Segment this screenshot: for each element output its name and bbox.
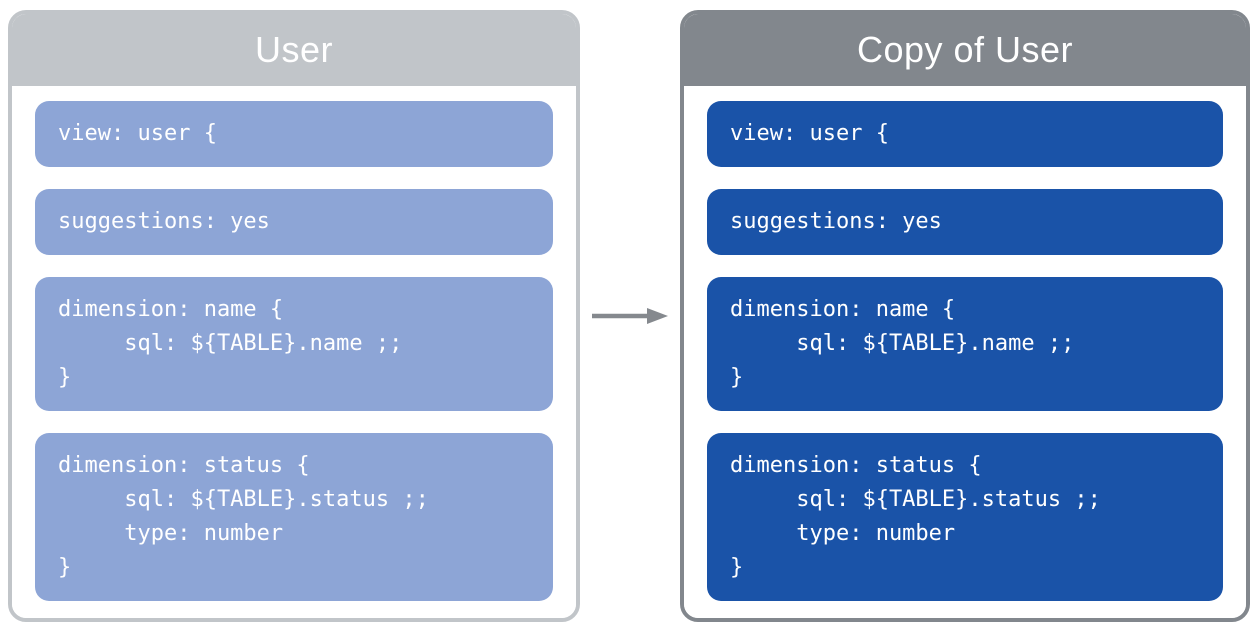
code-line: dimension: status {	[730, 453, 982, 478]
code-line: sql: ${TABLE}.name ;;	[730, 331, 1075, 356]
code-line: dimension: status {	[58, 453, 310, 478]
arrow-column	[580, 10, 680, 622]
right-arrow-icon	[592, 308, 668, 324]
code-line: view: user {	[58, 121, 217, 146]
panel-user: User view: user { suggestions: yes dimen…	[8, 10, 580, 622]
panel-user-title: User	[12, 14, 576, 86]
code-block-dimension-status: dimension: status { sql: ${TABLE}.status…	[35, 433, 553, 601]
code-line: dimension: name {	[730, 297, 956, 322]
code-block-dimension-name: dimension: name { sql: ${TABLE}.name ;; …	[35, 277, 553, 411]
code-line: sql: ${TABLE}.status ;;	[730, 487, 1101, 512]
code-line: suggestions: yes	[730, 209, 942, 234]
code-block-suggestions: suggestions: yes	[35, 189, 553, 255]
code-line: }	[730, 365, 744, 390]
panel-copy-of-user-body: view: user { suggestions: yes dimension:…	[684, 86, 1246, 618]
code-block-view: view: user {	[35, 101, 553, 167]
code-block-suggestions: suggestions: yes	[707, 189, 1223, 255]
code-line: }	[58, 365, 72, 390]
code-line: type: number	[730, 521, 956, 546]
code-line: }	[730, 555, 744, 580]
code-line: type: number	[58, 521, 284, 546]
code-block-dimension-status: dimension: status { sql: ${TABLE}.status…	[707, 433, 1223, 601]
code-line: suggestions: yes	[58, 209, 270, 234]
panel-copy-of-user: Copy of User view: user { suggestions: y…	[680, 10, 1250, 622]
code-block-dimension-name: dimension: name { sql: ${TABLE}.name ;; …	[707, 277, 1223, 411]
code-line: dimension: name {	[58, 297, 284, 322]
code-line: }	[58, 555, 72, 580]
code-block-view: view: user {	[707, 101, 1223, 167]
code-line: sql: ${TABLE}.status ;;	[58, 487, 429, 512]
panel-user-body: view: user { suggestions: yes dimension:…	[12, 86, 576, 618]
code-line: view: user {	[730, 121, 889, 146]
code-line: sql: ${TABLE}.name ;;	[58, 331, 403, 356]
panel-copy-of-user-title: Copy of User	[684, 14, 1246, 86]
